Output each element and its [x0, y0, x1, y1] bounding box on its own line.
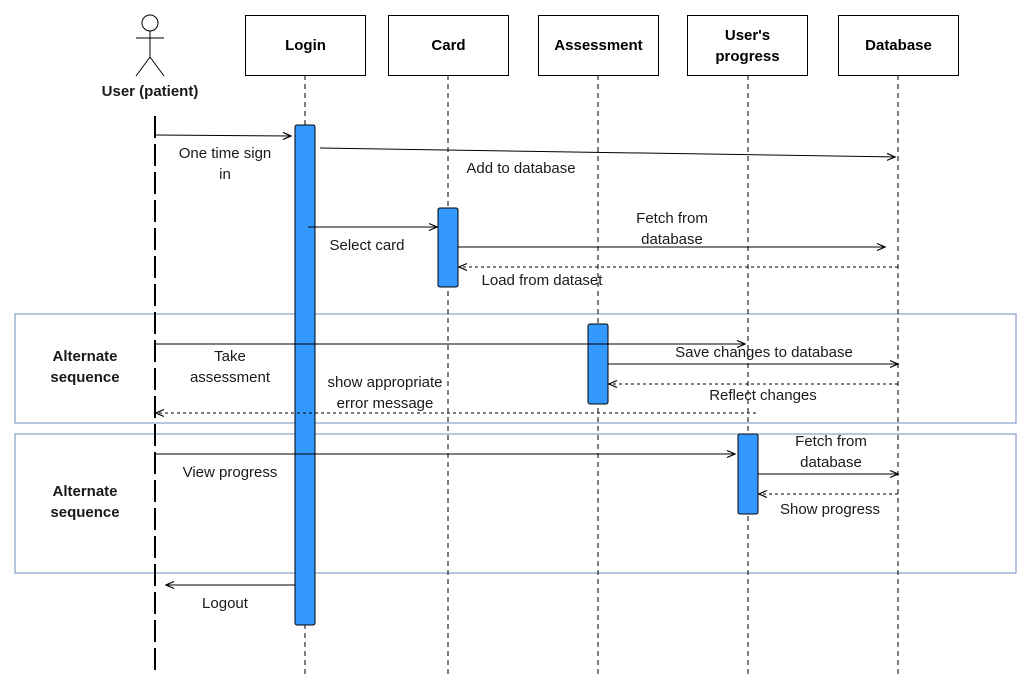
msg-logout-label: Logout	[202, 595, 248, 612]
msg-take-assessment-label: Take assessment	[189, 348, 271, 386]
alt-fragment-1-label: Alternate sequence	[50, 348, 120, 386]
msg-sign-in-arrow	[154, 135, 291, 136]
actor-label: User (patient)	[101, 83, 199, 100]
card-header-label: Card	[431, 37, 466, 54]
msg-save-changes-label: Save changes to database	[675, 344, 853, 361]
alt-fragment-2	[14, 433, 1017, 574]
progress-header-label: User's progress	[715, 26, 780, 65]
msg-fetch-2-label: Fetch from database	[795, 433, 867, 471]
msg-add-db-label: Add to database	[466, 160, 576, 177]
msg-reflect-label: Reflect changes	[709, 387, 817, 404]
card-activation	[437, 207, 459, 288]
alt-fragment-2-label: Alternate sequence	[50, 483, 120, 521]
login-activation	[294, 124, 316, 626]
progress-header: User's progress	[687, 15, 808, 76]
progress-activation	[737, 433, 759, 515]
msg-select-card-label: Select card	[329, 237, 405, 254]
assessment-header-label: Assessment	[554, 37, 643, 54]
msg-view-progress-label: View progress	[182, 464, 278, 481]
login-header: Login	[245, 15, 366, 76]
actor-stick-figure-icon	[135, 14, 165, 77]
msg-error-label: show appropriate error message	[327, 374, 443, 412]
assessment-activation	[587, 323, 609, 405]
assessment-header: Assessment	[538, 15, 659, 76]
card-header: Card	[388, 15, 509, 76]
msg-show-progress-label: Show progress	[779, 501, 881, 518]
login-header-label: Login	[285, 37, 326, 54]
msg-fetch-1-label: Fetch from database	[636, 210, 708, 248]
database-header-label: Database	[865, 37, 932, 54]
database-header: Database	[838, 15, 959, 76]
msg-sign-in-label: One time sign in	[178, 145, 272, 183]
msg-add-db-arrow	[319, 147, 895, 157]
alt-fragment-1	[14, 313, 1017, 424]
msg-load-dataset-label: Load from dataset	[481, 272, 603, 289]
